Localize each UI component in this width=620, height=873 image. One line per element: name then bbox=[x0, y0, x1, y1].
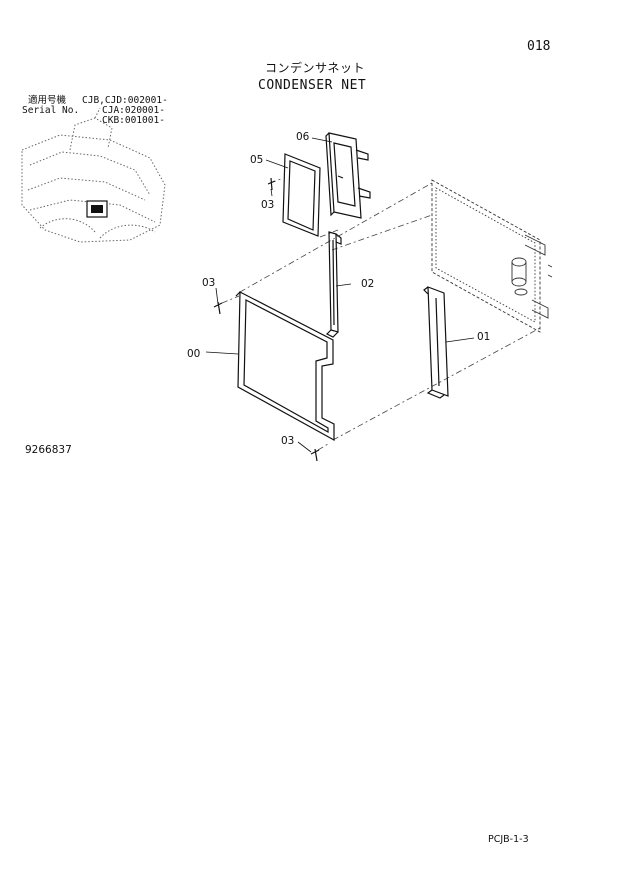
callout-03: 03 bbox=[202, 277, 215, 289]
bolt-icon bbox=[310, 448, 320, 462]
serial-range: CJA:020001- bbox=[102, 105, 165, 116]
title-japanese: コンデンサネット bbox=[265, 61, 366, 75]
part-06-frame bbox=[325, 132, 371, 219]
machine-thumbnail bbox=[21, 107, 166, 243]
condenser-location-marker bbox=[86, 200, 108, 218]
part-02-strip bbox=[325, 231, 342, 338]
callout-00: 00 bbox=[187, 348, 200, 360]
serial-range: CJB,CJD:002001- bbox=[82, 95, 168, 106]
part-05-seal bbox=[282, 153, 321, 237]
callout-01: 01 bbox=[477, 331, 490, 343]
condenser-unit bbox=[431, 179, 553, 333]
page-reference: PCJB-1-3 bbox=[488, 834, 529, 845]
part-01-bracket bbox=[423, 286, 449, 399]
bolt-icon bbox=[213, 301, 223, 315]
callout-03: 03 bbox=[281, 435, 294, 447]
bolt-icon bbox=[267, 177, 276, 191]
callout-03: 03 bbox=[261, 199, 274, 211]
leader-lines bbox=[205, 137, 475, 453]
serial-range: CKB:001001- bbox=[102, 115, 165, 126]
part-00-net-panel bbox=[235, 291, 335, 442]
drawing-number: 9266837 bbox=[25, 444, 72, 456]
callout-02: 02 bbox=[361, 278, 374, 290]
serial-label-english: Serial No. bbox=[22, 105, 80, 116]
serial-label-japanese: 適用号機 bbox=[28, 95, 67, 106]
callout-05: 05 bbox=[250, 154, 263, 166]
page-number: 018 bbox=[527, 39, 551, 54]
page-title: CONDENSER NET bbox=[258, 78, 367, 93]
callout-06: 06 bbox=[296, 131, 310, 143]
assembly-lines bbox=[221, 178, 541, 451]
